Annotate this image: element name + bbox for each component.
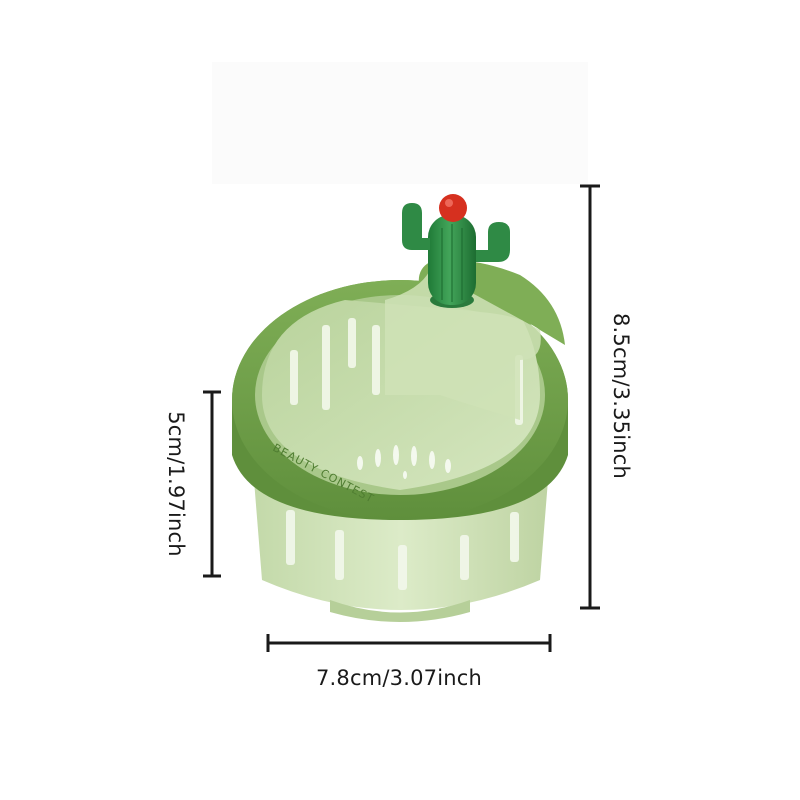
dimension-width-line — [266, 634, 552, 652]
height-total-label: 8.5cm/3.35inch — [609, 312, 633, 480]
width-label: 7.8cm/3.07inch — [316, 666, 483, 690]
dimension-height-total-line — [580, 184, 600, 610]
strainer-holes — [357, 445, 451, 479]
cactus-ornament — [402, 194, 510, 308]
dimension-height-small-line — [203, 390, 221, 578]
basket-rim: BEAUTY CONTEST — [232, 260, 568, 520]
height-small-label: 5cm/1.97inch — [164, 411, 188, 557]
background-patch — [212, 62, 588, 184]
